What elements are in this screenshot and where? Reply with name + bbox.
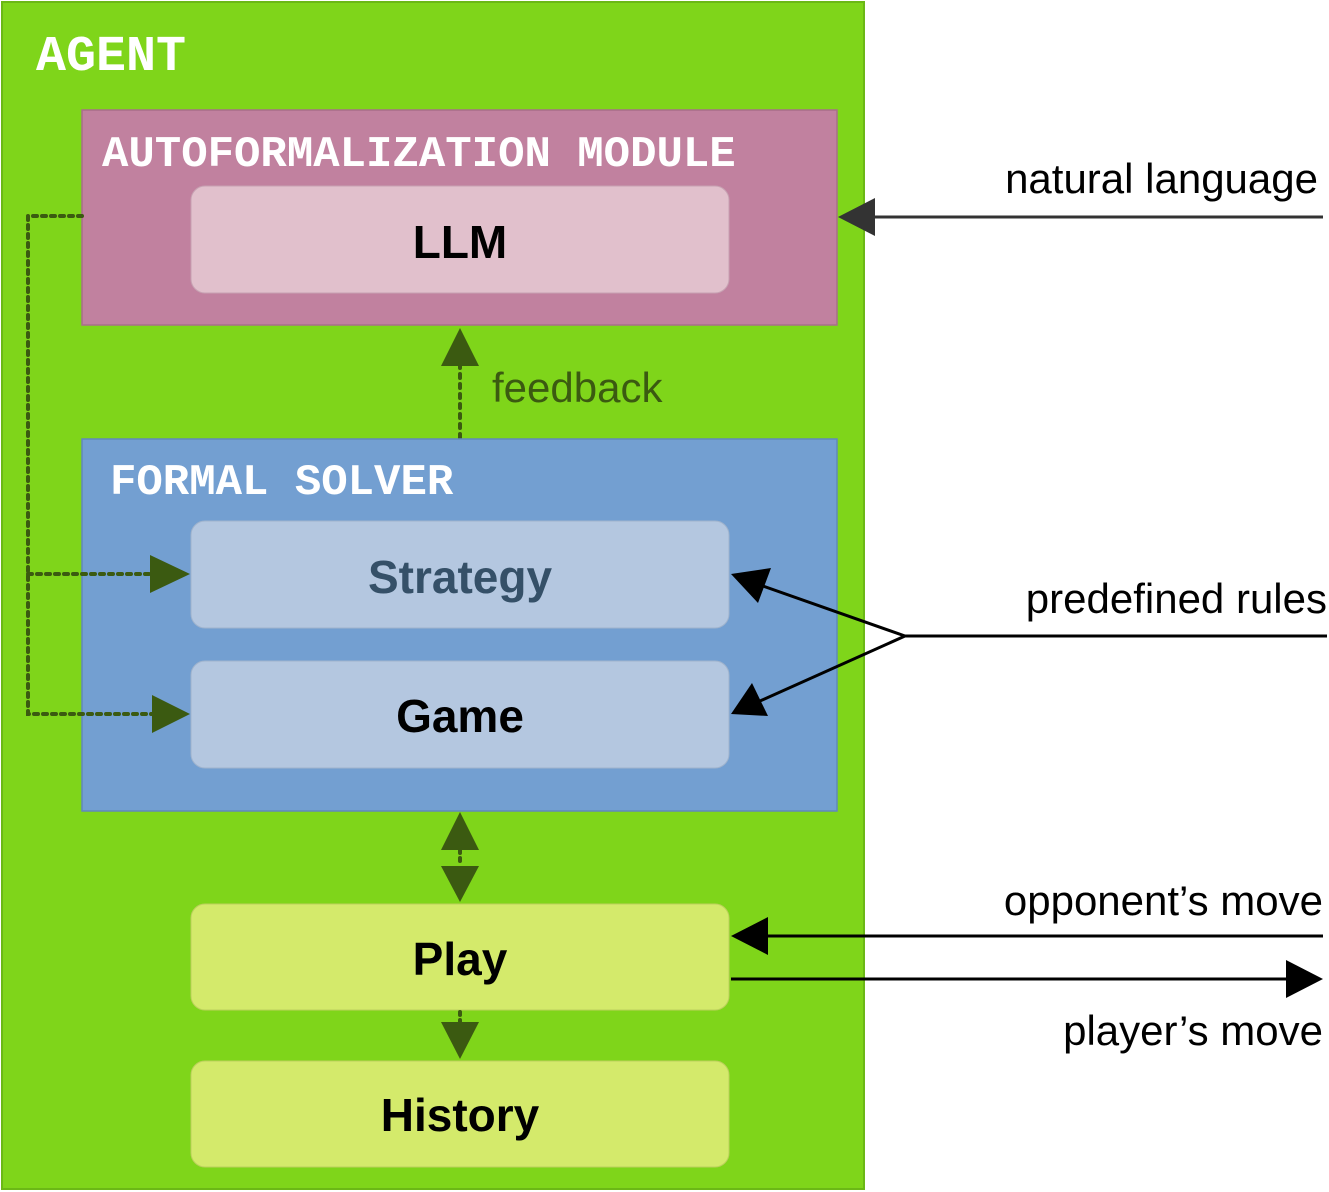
feedback-label: feedback xyxy=(492,364,663,411)
agent-title: AGENT xyxy=(36,29,186,86)
llm-box xyxy=(190,185,730,294)
opponents-move-arrow-head xyxy=(731,917,768,955)
predefined-rules-to-game-line xyxy=(759,634,906,703)
feedback-arrow-head xyxy=(441,328,479,366)
strategy-box xyxy=(190,520,730,629)
history-box xyxy=(190,1060,730,1168)
players-move-arrow-head xyxy=(1286,960,1323,998)
connector-to-strategy-arrow-head xyxy=(150,555,190,593)
autoformalization-to-solver-connector xyxy=(26,214,154,716)
predefined-rules-to-strategy-line xyxy=(759,583,906,638)
predefined-rules-to-strategy-arrow-head xyxy=(731,568,771,603)
predefined-rules-label: predefined rules xyxy=(1026,575,1327,622)
play-history-arrow-head xyxy=(441,1022,479,1059)
solver-play-arrow-head-up xyxy=(441,812,479,850)
players-move-label: player’s move xyxy=(1063,1007,1323,1054)
play-label: Play xyxy=(413,933,508,985)
strategy-label: Strategy xyxy=(368,551,552,603)
history-label: History xyxy=(381,1089,540,1141)
formal-solver-title: FORMAL SOLVER xyxy=(110,458,454,508)
natural-language-arrow-head xyxy=(838,198,875,236)
solver-play-arrow-head-down xyxy=(441,866,479,902)
opponents-move-label: opponent’s move xyxy=(1004,877,1323,924)
game-box xyxy=(190,660,730,769)
predefined-rules-to-game-arrow-head xyxy=(731,683,768,716)
connector-to-game-arrow-head xyxy=(152,695,190,733)
game-label: Game xyxy=(396,690,524,742)
natural-language-label: natural language xyxy=(1005,155,1318,202)
autoformalization-title: AUTOFORMALIZATION MODULE xyxy=(102,130,736,180)
llm-label: LLM xyxy=(413,216,508,268)
